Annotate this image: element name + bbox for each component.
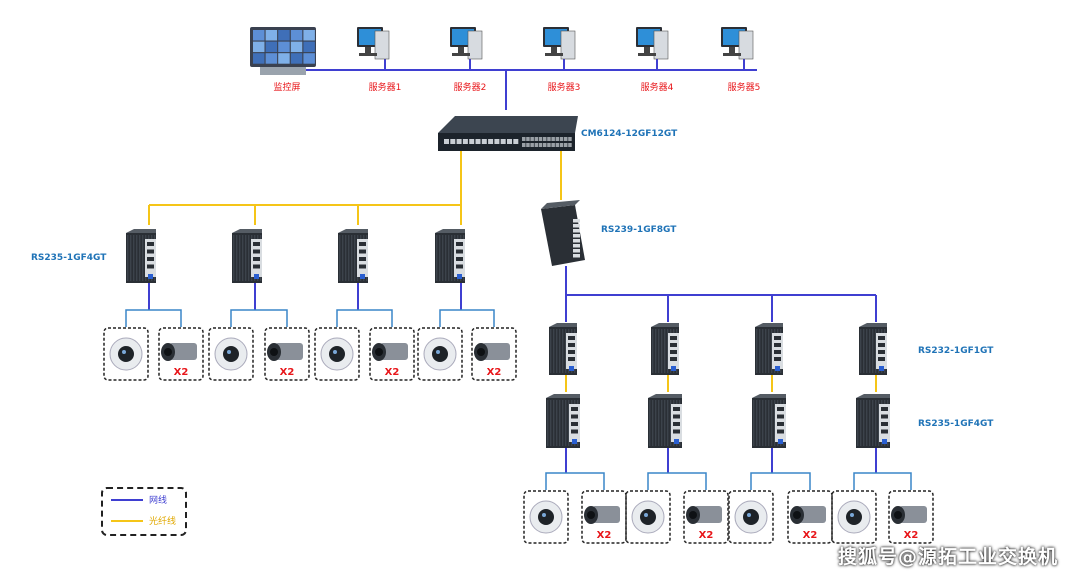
industrial-switch-icon <box>435 229 465 283</box>
camera-wire <box>545 472 605 490</box>
dome-camera-icon <box>625 490 671 544</box>
industrial-switch-icon <box>752 394 786 448</box>
monitor-wall-icon <box>250 27 316 75</box>
dome-camera-icon <box>314 327 360 381</box>
server-label-4: 服务器4 <box>640 83 674 93</box>
bullet-camera-icon <box>581 490 627 544</box>
legend: 网线 光纤线 <box>101 487 187 536</box>
computer-icon <box>357 27 390 60</box>
industrial-switch-icon <box>546 394 580 448</box>
core-switch-icon <box>438 116 578 151</box>
monitor-label: 监控屏 <box>273 83 301 93</box>
industrial-switch-icon <box>126 229 156 283</box>
media-converter-icon <box>651 323 679 375</box>
legend-ethernet-label: 网线 <box>149 496 168 506</box>
camera-wire <box>336 309 393 327</box>
camera-wire <box>125 309 182 327</box>
right-edge-switch-model-label: RS235-1GF4GT <box>918 419 994 429</box>
industrial-switch-icon <box>338 229 368 283</box>
camera-wire <box>750 472 811 490</box>
media-converter-icon <box>755 323 783 375</box>
dome-camera-icon <box>728 490 774 544</box>
aggregation-switch-model-label: RS239-1GF8GT <box>601 225 677 235</box>
left-switch-model-label: RS235-1GF4GT <box>31 253 107 263</box>
camera-wire <box>647 472 707 490</box>
bullet-camera-icon <box>264 327 310 381</box>
media-converter-model-label: RS232-1GF1GT <box>918 346 994 356</box>
legend-fiber-label: 光纤线 <box>149 517 177 527</box>
bullet-camera-icon <box>369 327 415 381</box>
bullet-camera-icon <box>471 327 517 381</box>
industrial-switch-icon <box>648 394 682 448</box>
camera-wire <box>230 309 288 327</box>
dome-camera-icon <box>523 490 569 544</box>
camera-wire <box>439 309 495 327</box>
bullet-camera-icon <box>683 490 729 544</box>
bullet-count-label: X2 <box>279 367 295 378</box>
watermark: 搜狐号@源拓工业交换机 <box>837 546 1058 568</box>
bullet-count-label: X2 <box>173 367 189 378</box>
bullet-count-label: X2 <box>903 530 919 541</box>
bullet-camera-icon <box>888 490 934 544</box>
computer-icon <box>636 27 669 60</box>
core-switch-model-label: CM6124-12GF12GT <box>581 129 678 139</box>
server-label-5: 服务器5 <box>727 83 761 93</box>
server-label-2: 服务器2 <box>453 83 487 93</box>
media-converter-icon <box>549 323 577 375</box>
bullet-count-label: X2 <box>384 367 400 378</box>
legend-fiber-swatch <box>111 520 143 522</box>
computer-icon <box>450 27 483 60</box>
bullet-count-label: X2 <box>486 367 502 378</box>
camera-wire <box>853 472 912 490</box>
bullet-camera-icon <box>158 327 204 381</box>
dome-camera-icon <box>831 490 877 544</box>
bullet-count-label: X2 <box>802 530 818 541</box>
dome-camera-icon <box>103 327 149 381</box>
bullet-camera-icon <box>787 490 833 544</box>
computer-icon <box>543 27 576 60</box>
server-label-1: 服务器1 <box>368 83 402 93</box>
legend-ethernet-swatch <box>111 499 143 501</box>
computer-icon <box>721 27 754 60</box>
dome-camera-icon <box>417 327 463 381</box>
bullet-count-label: X2 <box>698 530 714 541</box>
aggregation-switch-icon <box>541 200 585 266</box>
dome-camera-icon <box>208 327 254 381</box>
industrial-switch-icon <box>232 229 262 283</box>
bullet-count-label: X2 <box>596 530 612 541</box>
server-label-3: 服务器3 <box>547 83 581 93</box>
media-converter-icon <box>859 323 887 375</box>
industrial-switch-icon <box>856 394 890 448</box>
